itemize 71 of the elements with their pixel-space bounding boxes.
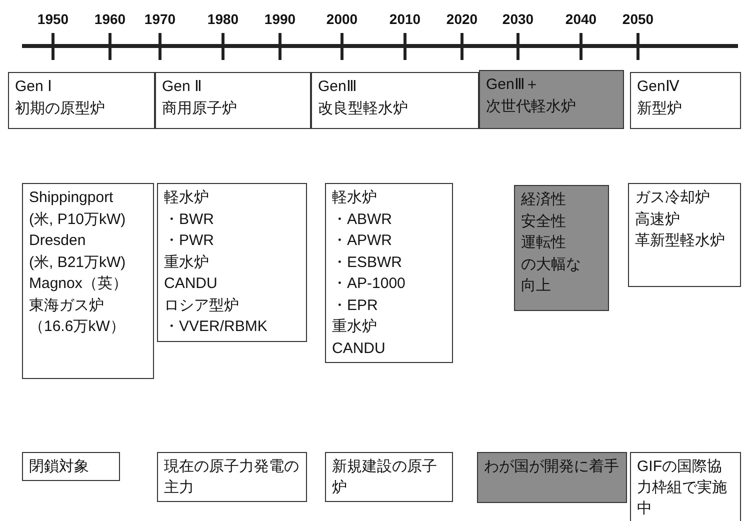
status-note-box [630, 452, 741, 521]
reactor-list-box [514, 185, 609, 311]
box-text: 重水炉 [164, 252, 210, 272]
year-label: 1990 [264, 12, 296, 26]
year-label: 2040 [565, 12, 597, 26]
box-text: Gen Ⅱ [162, 77, 203, 97]
year-label: 1960 [94, 12, 126, 26]
box-text: ・ABWR [332, 210, 393, 230]
box-text: 軽水炉 [164, 188, 210, 208]
box-text: の大幅な [521, 254, 582, 274]
box-text: ・APWR [332, 231, 393, 251]
generation-header-box [8, 72, 155, 129]
box-text: Magnox（英） [29, 274, 128, 294]
box-text: ・AP-1000 [332, 274, 406, 294]
reactor-list-box [22, 183, 154, 379]
year-label: 2020 [446, 12, 478, 26]
year-label: 2000 [326, 12, 358, 26]
box-text: Gen Ⅰ [15, 77, 53, 97]
box-text: Dresden [29, 231, 87, 251]
box-text: わが国が開発に着手 [484, 457, 620, 477]
generation-header-box [155, 72, 311, 129]
box-text: 改良型軽水炉 [318, 99, 409, 119]
box-text: GenⅣ [637, 77, 680, 97]
status-note-box [157, 452, 307, 502]
box-text: CANDU [164, 274, 218, 294]
box-text: 向上 [521, 276, 552, 296]
box-text: ・EPR [332, 296, 379, 316]
box-text: GenⅢ＋ [486, 75, 540, 95]
box-text: 重水炉 [332, 317, 378, 337]
reactor-list-box [325, 183, 453, 363]
box-text: 経済性 [521, 190, 567, 210]
year-label: 2050 [622, 12, 654, 26]
box-text: 閉鎖対象 [29, 457, 90, 477]
box-text: CANDU [332, 338, 386, 358]
status-note-box [477, 452, 627, 503]
year-label: 1950 [37, 12, 69, 26]
box-text: ・BWR [164, 210, 215, 230]
year-label: 1980 [207, 12, 239, 26]
box-text: (米, P10万kW) [29, 210, 127, 230]
box-text: ・ESBWR [332, 252, 404, 272]
box-text: 安全性 [521, 212, 567, 232]
box-text: Shippingport [29, 188, 114, 208]
box-text: (米, B21万kW) [29, 252, 127, 272]
year-label: 2030 [502, 12, 534, 26]
reactor-list-box [157, 183, 307, 342]
box-text: ロシア型炉 [164, 296, 240, 316]
year-label: 2010 [389, 12, 421, 26]
reactor-list-box [628, 183, 741, 287]
box-text: 軽水炉 [332, 188, 378, 208]
box-text: 高速炉 [635, 210, 681, 230]
status-note-box [325, 452, 453, 502]
box-text: 次世代軽水炉 [486, 97, 577, 117]
box-text: 革新型軽水炉 [635, 231, 726, 251]
box-text: GenⅢ [318, 77, 358, 97]
year-label: 1970 [144, 12, 176, 26]
box-text: 運転性 [521, 233, 567, 253]
box-text: 新型炉 [637, 99, 683, 119]
box-text: 新規建設の原子炉 [332, 457, 438, 498]
generation-header-box [630, 72, 741, 129]
generation-header-box [311, 72, 479, 129]
box-text: 東海ガス炉 [29, 296, 105, 316]
box-text: ガス冷却炉 [635, 188, 711, 208]
status-note-box [22, 452, 120, 481]
box-text: 初期の原型炉 [15, 99, 106, 119]
box-text: 商用原子炉 [162, 99, 238, 119]
box-text: ・PWR [164, 231, 215, 251]
box-text: 現在の原子力発電の主力 [164, 457, 300, 498]
generation-header-box [479, 70, 624, 129]
box-text: ・VVER/RBMK [164, 317, 268, 337]
box-text: （16.6万kW） [29, 317, 126, 337]
box-text: GIFの国際協力枠組で実施中 [637, 457, 728, 519]
